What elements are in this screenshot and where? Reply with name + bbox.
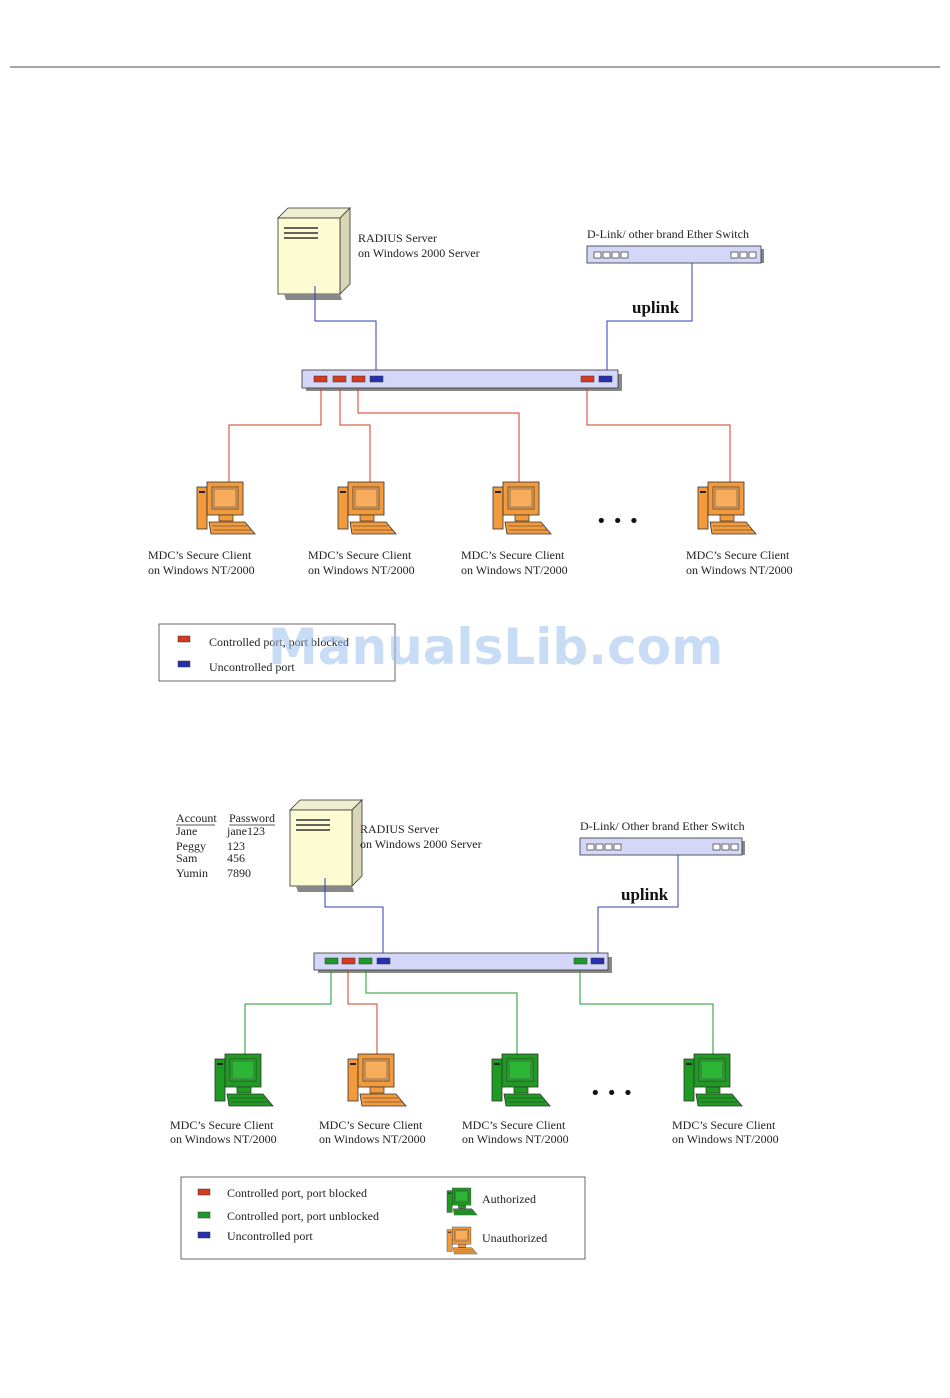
client-label-line2: on Windows NT/2000 — [148, 563, 255, 577]
client-links — [244, 970, 714, 1055]
legend-box — [158, 623, 396, 682]
client-label-line1: MDC’s Secure Client — [672, 1118, 776, 1132]
ether-switch-label: D-Link/ Other brand Ether Switch — [580, 819, 745, 833]
port-uncontrolled — [598, 375, 613, 383]
client-label-line2: on Windows NT/2000 — [170, 1132, 277, 1146]
port-blocked — [341, 957, 356, 965]
server-label-2: on Windows 2000 Server — [360, 837, 482, 851]
accounts-header-account: Account — [176, 811, 217, 825]
client-computer-icon — [491, 1053, 551, 1107]
account-name: Sam — [176, 851, 198, 865]
port-unblocked — [573, 957, 588, 965]
legend-swatch-controlled — [177, 635, 191, 643]
account-password: 123 — [227, 839, 245, 853]
main-switch-icon — [313, 952, 609, 971]
client-label-line1: MDC’s Secure Client — [308, 548, 412, 562]
client-label-line2: on Windows NT/2000 — [461, 563, 568, 577]
client-computer-icon — [683, 1053, 743, 1107]
legend-unauthorized-label: Unauthorized — [482, 1231, 547, 1245]
client-label-line2: on Windows NT/2000 — [462, 1132, 569, 1146]
client-links — [228, 388, 731, 484]
uplink-lines — [314, 263, 693, 372]
ether-switch-icon — [586, 245, 762, 264]
ether-switch-icon — [579, 837, 743, 856]
account-name: Yumin — [176, 866, 208, 880]
legend-box — [180, 1176, 586, 1260]
port-controlled — [313, 375, 328, 383]
port-uncontrolled — [369, 375, 384, 383]
uplink-label: uplink — [621, 885, 669, 904]
client-computer-icon — [347, 1053, 407, 1107]
port-unblocked — [324, 957, 339, 965]
ether-switch-label: D-Link/ other brand Ether Switch — [587, 227, 749, 241]
client-computer-icon — [196, 481, 256, 535]
legend-swatch-uncontrolled — [197, 1231, 211, 1239]
client-computer-icon — [214, 1053, 274, 1107]
ether-switch-ports — [586, 843, 739, 851]
port-unblocked — [358, 957, 373, 965]
account-name: Peggy — [176, 839, 206, 853]
legend-unblocked-label: Controlled port, port unblocked — [227, 1209, 379, 1223]
client-label-line2: on Windows NT/2000 — [672, 1132, 779, 1146]
port-uncontrolled — [376, 957, 391, 965]
accounts-header-password: Password — [229, 811, 275, 825]
legend-controlled-label: Controlled port, port blocked — [209, 635, 349, 649]
account-name: Jane — [176, 824, 197, 838]
account-password: 456 — [227, 851, 245, 865]
port-controlled — [332, 375, 347, 383]
port-uncontrolled — [590, 957, 605, 965]
legend-authorized-label: Authorized — [482, 1192, 536, 1206]
legend-blocked-label: Controlled port, port blocked — [227, 1186, 367, 1200]
legend-uncontrolled-label: Uncontrolled port — [227, 1229, 313, 1243]
client-label-line1: MDC’s Secure Client — [461, 548, 565, 562]
client-label-line1: MDC’s Secure Client — [319, 1118, 423, 1132]
legend-swatch-uncontrolled — [177, 660, 191, 668]
client-label-line1: MDC’s Secure Client — [170, 1118, 274, 1132]
client-label-line2: on Windows NT/2000 — [319, 1132, 426, 1146]
more-clients-ellipsis: • • • — [596, 511, 639, 532]
uplink-lines — [324, 855, 679, 953]
main-switch-icon — [301, 369, 619, 389]
radius-server-icon — [289, 799, 363, 893]
radius-server-icon — [277, 207, 351, 301]
legend-uncontrolled-label: Uncontrolled port — [209, 660, 295, 674]
client-computer-icon — [492, 481, 552, 535]
client-label-line1: MDC’s Secure Client — [686, 548, 790, 562]
diagram-1: RADIUS Server on Windows 2000 Server D-L… — [148, 207, 793, 682]
port-controlled — [580, 375, 595, 383]
uplink-label: uplink — [632, 298, 680, 317]
server-label-1: RADIUS Server — [358, 231, 437, 245]
client-label-line2: on Windows NT/2000 — [308, 563, 415, 577]
client-computer-icon — [337, 481, 397, 535]
legend-swatch-unblocked — [197, 1211, 211, 1219]
account-password: 7890 — [227, 866, 251, 880]
legend-swatch-blocked — [197, 1188, 211, 1196]
client-label-line1: MDC’s Secure Client — [462, 1118, 566, 1132]
ether-switch-ports — [593, 251, 757, 259]
port-controlled — [351, 375, 366, 383]
diagram-2: Account Password Jane jane123 Peggy 123 … — [170, 799, 779, 1260]
watermark-text: ManualsLib.com — [268, 618, 723, 676]
more-clients-ellipsis: • • • — [590, 1083, 633, 1104]
client-label-line2: on Windows NT/2000 — [686, 563, 793, 577]
server-label-1: RADIUS Server — [360, 822, 439, 836]
account-password: jane123 — [226, 824, 265, 838]
client-computer-icon — [697, 481, 757, 535]
client-label-line1: MDC’s Secure Client — [148, 548, 252, 562]
server-label-2: on Windows 2000 Server — [358, 246, 480, 260]
